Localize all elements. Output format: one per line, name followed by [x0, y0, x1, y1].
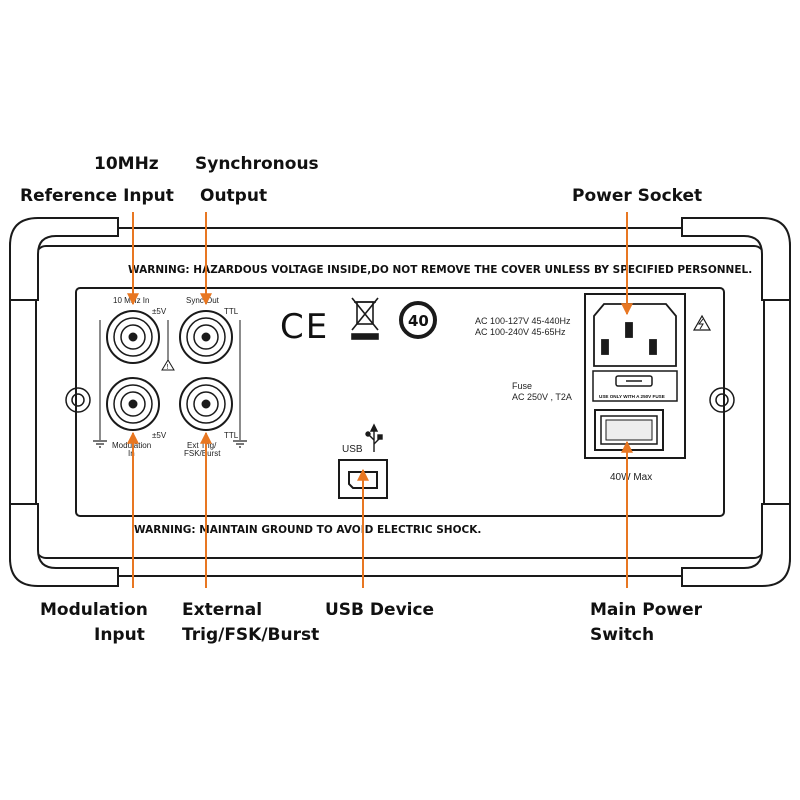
hazard-triangle-icon: ! [161, 359, 175, 371]
corner-bumpers [9, 217, 791, 587]
label-pm5v-bottom: ±5V [152, 431, 167, 440]
bnc-modulation-in[interactable] [106, 377, 160, 431]
weee-bin-icon [351, 297, 379, 340]
label-pm5v-top: ±5V [152, 307, 167, 316]
instrument-housing [9, 227, 791, 577]
main-power-switch[interactable] [594, 409, 664, 451]
hazard-triangle-icon [692, 314, 712, 331]
bnc-sync-out[interactable] [179, 310, 233, 364]
callout-switch-line1: Main Power [590, 600, 703, 620]
rohs-40-icon: 40 [399, 301, 437, 339]
ground-icon [93, 440, 247, 448]
callout-power-socket: Power Socket [572, 186, 702, 206]
label-modulation-in-2: In [128, 449, 135, 458]
label-modulation-in-1: Modulation [112, 441, 151, 450]
callout-ext-line1: External [182, 600, 262, 620]
bnc-ext-trig[interactable] [179, 377, 233, 431]
ce-mark-icon: CE [280, 307, 329, 347]
bnc-10mhz-in[interactable] [106, 310, 160, 364]
ground-wiring [99, 320, 241, 440]
svg-text:!: ! [167, 364, 169, 371]
fuse-label: Fuse [512, 381, 532, 391]
ac-spec-line1: AC 100-127V 45-440Hz [475, 316, 571, 326]
iec-power-socket[interactable] [593, 303, 677, 367]
label-10mhz-in: 10 MHz In [113, 296, 149, 305]
callout-ref-line1: 10MHz [94, 154, 159, 174]
power-max-label: 40W Max [610, 472, 652, 483]
screw-right [709, 387, 735, 413]
label-sync-out: Sync Out [186, 296, 220, 305]
fuse-tray[interactable] [592, 370, 678, 402]
callout-sync-line2: Output [200, 186, 267, 206]
fuse-tray-text: USE ONLY WITH A 250V FUSE [599, 394, 665, 399]
callout-mod-line1: Modulation [40, 600, 148, 620]
warning-bottom: WARNING: MAINTAIN GROUND TO AVOID ELECTR… [134, 524, 481, 536]
label-ext-trig-2: FSK/Burst [184, 449, 221, 458]
svg-text:40: 40 [408, 312, 429, 330]
callout-ref-line2: Reference Input [20, 186, 174, 206]
screw-left [65, 387, 91, 413]
fuse-rating: AC 250V , T2A [512, 392, 572, 402]
label-ttl-top: TTL [224, 307, 239, 316]
ac-spec-line2: AC 100-240V 45-65Hz [475, 327, 566, 337]
usb-symbol-icon [365, 423, 383, 452]
label-ext-trig-1: Ext Trig/ [187, 441, 217, 450]
power-module [584, 293, 686, 459]
callout-mod-line2: Input [94, 625, 145, 645]
callout-sync-line1: Synchronous [195, 154, 319, 174]
callout-arrows [127, 212, 633, 588]
callout-switch-line2: Switch [590, 625, 654, 645]
warning-top: WARNING: HAZARDOUS VOLTAGE INSIDE,DO NOT… [128, 264, 752, 276]
label-usb: USB [342, 444, 363, 455]
label-ttl-bottom: TTL [224, 431, 239, 440]
callout-usb-device: USB Device [325, 600, 434, 620]
callout-ext-line2: Trig/FSK/Burst [182, 625, 319, 645]
